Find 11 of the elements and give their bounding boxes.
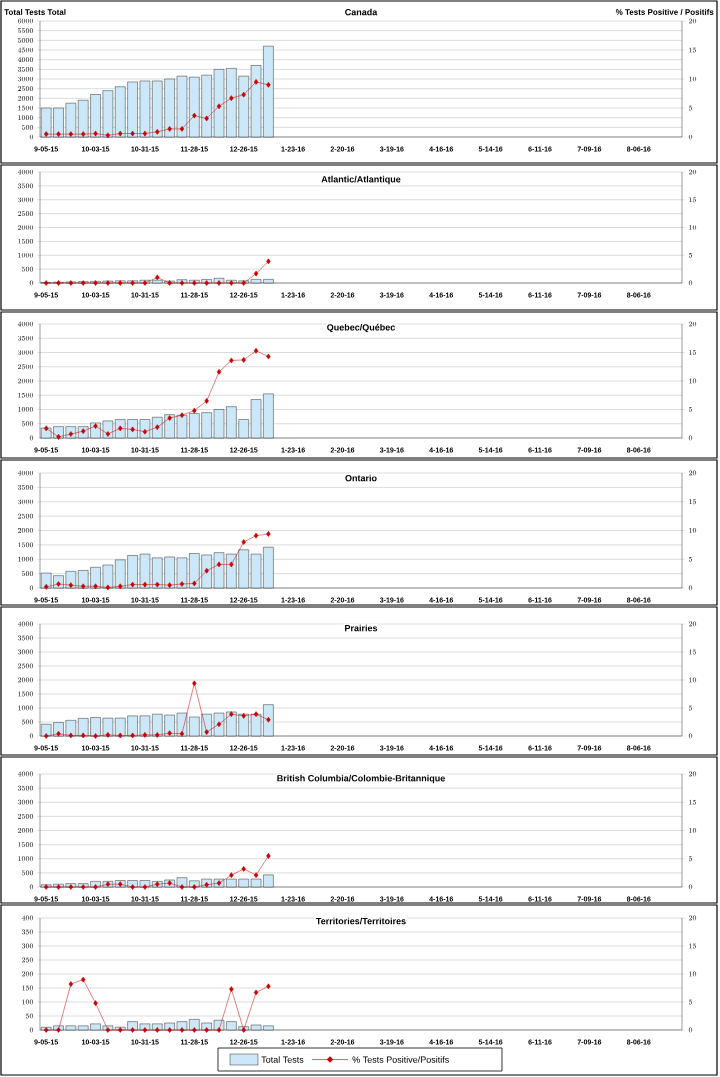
legend-label: % Tests Positive/Positifs <box>352 1056 449 1063</box>
chart-title: British Columbia/Colombie-Britannique <box>275 773 447 785</box>
legend-label: Total Tests <box>261 1056 304 1063</box>
chart-title: Territories/Territoires <box>314 916 408 926</box>
axis-title: % Tests Positive / Positifs <box>615 9 714 15</box>
chart-title: Quebec/Québec <box>325 322 397 334</box>
axis-title: Total Tests Total <box>4 9 66 15</box>
chart-title: Canada <box>343 7 379 17</box>
chart-title: Ontario <box>344 473 378 483</box>
chart-title: Atlantic/Atlantique <box>320 174 402 186</box>
chart-title: Prairies <box>343 623 379 633</box>
